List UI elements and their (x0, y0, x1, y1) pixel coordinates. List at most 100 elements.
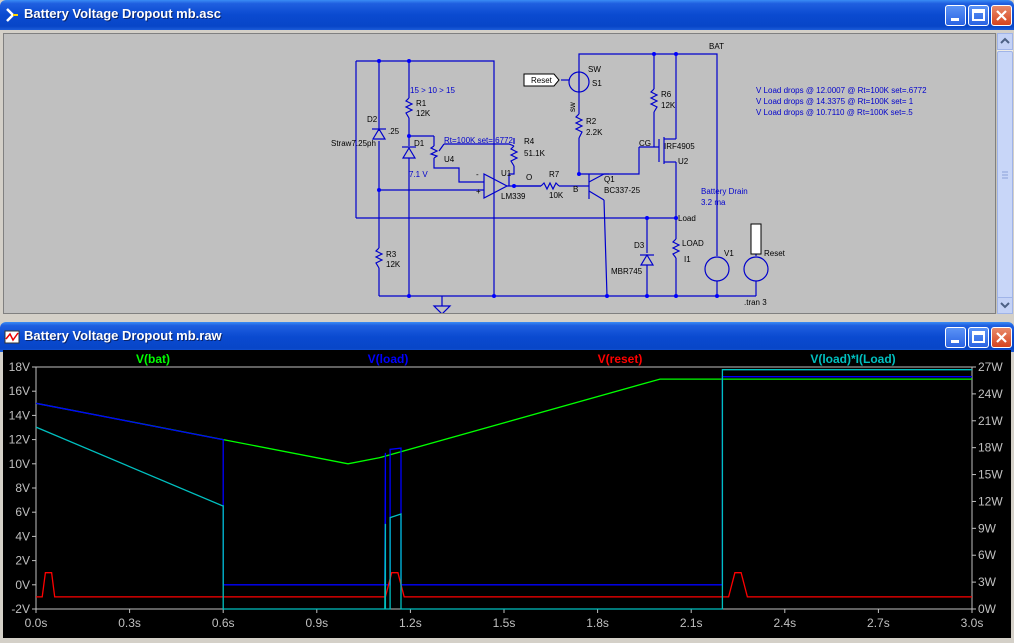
minimize-icon (951, 18, 959, 21)
label-r3: R3 (386, 250, 397, 259)
schematic-canvas[interactable]: BAT SW Reset S1 sw R1 12K R2 2.2K R6 12K… (3, 33, 996, 315)
label-q1: Q1 (604, 175, 615, 184)
maximize-icon (972, 331, 985, 343)
x-tick-label: 3.0s (961, 616, 984, 630)
left-y-tick-label: 14V (9, 408, 30, 422)
x-tick-label: 0.0s (25, 616, 48, 630)
label-s1: S1 (592, 79, 602, 88)
waveform-titlebar[interactable]: Battery Voltage Dropout mb.raw (0, 322, 1014, 352)
legend-vload: V(load) (368, 352, 409, 366)
label-tran: .tran 3 (744, 298, 767, 307)
label-u1-value: LM339 (501, 192, 526, 201)
scroll-thumb[interactable] (997, 51, 1013, 301)
label-straw: Straw7.25ph (331, 139, 376, 148)
x-tick-label: 1.8s (586, 616, 609, 630)
ltspice-schematic-icon (6, 8, 18, 22)
label-r2: R2 (586, 117, 597, 126)
note-load-drop-3: V Load drops @ 10.7110 @ Rt=100K set=.5 (756, 108, 913, 117)
label-r2-value: 2.2K (586, 128, 603, 137)
label-r7-value: 10K (549, 191, 564, 200)
waveform-maximize-button[interactable] (968, 327, 989, 348)
waveform-window-title: Battery Voltage Dropout mb.raw (24, 328, 222, 343)
x-tick-label: 1.5s (493, 616, 516, 630)
left-y-tick-label: -2V (11, 602, 30, 616)
schematic-vertical-scrollbar[interactable] (996, 33, 1013, 314)
label-d1-value: 7.1 V (409, 170, 428, 179)
arrow-up-icon (1000, 37, 1010, 44)
waveform-minimize-button[interactable] (945, 327, 966, 348)
label-battery-drain: Battery Drain (701, 187, 748, 196)
label-sw: SW (588, 65, 601, 74)
label-d3: D3 (634, 241, 645, 250)
left-y-tick-label: 0V (15, 578, 30, 592)
label-minus: - (476, 170, 479, 179)
x-tick-label: 2.1s (680, 616, 703, 630)
x-tick-label: 1.2s (399, 616, 422, 630)
schematic-maximize-button[interactable] (968, 5, 989, 26)
label-plus: + (476, 187, 481, 196)
label-u4-param: Rt=100K set=.6772 (444, 136, 513, 145)
label-o: O (526, 173, 532, 182)
grip-icon (1002, 171, 1008, 179)
series-line-vloadiload (35, 369, 972, 610)
label-v1: V1 (724, 249, 734, 258)
waveform-window: Battery Voltage Dropout mb.raw 0.0s 0.3s 0… (0, 322, 1014, 641)
waveform-icon (4, 330, 20, 344)
schematic-window-title: Battery Voltage Dropout mb.asc (24, 6, 221, 21)
schematic-minimize-button[interactable] (945, 5, 966, 26)
close-icon (996, 10, 1007, 21)
schematic-drawing: BAT SW Reset S1 sw R1 12K R2 2.2K R6 12K… (331, 42, 927, 315)
label-u4: U4 (444, 155, 455, 164)
left-y-tick-label: 2V (15, 554, 30, 568)
label-r4-value: 51.1K (524, 149, 546, 158)
label-sw-pin: sw (568, 102, 577, 112)
label-d2-value: .25 (388, 127, 400, 136)
note-load-drop-1: V Load drops @ 12.0007 @ Rt=100K set=.67… (756, 86, 927, 95)
scroll-up-button[interactable] (997, 33, 1013, 50)
label-q1-value: BC337-25 (604, 186, 641, 195)
legend-vloadiload: V(load)*I(Load) (810, 352, 895, 366)
label-r6: R6 (661, 90, 672, 99)
label-reset-net: Reset (531, 76, 553, 85)
label-sequence: 15 > 10 > 15 (410, 86, 455, 95)
label-r1-value: 12K (416, 109, 431, 118)
scroll-down-button[interactable] (997, 297, 1013, 314)
label-r6-value: 12K (661, 101, 676, 110)
x-tick-label: 0.6s (212, 616, 235, 630)
note-load-drop-2: V Load drops @ 14.3375 @ Rt=100K set= 1 (756, 97, 914, 106)
right-y-tick-label: 21W (978, 414, 1003, 428)
label-r4: R4 (524, 137, 535, 146)
label-d2: D2 (367, 115, 378, 124)
label-bat: BAT (709, 42, 724, 51)
label-reset-source: Reset (764, 249, 786, 258)
right-y-tick-label: 27W (978, 360, 1003, 374)
schematic-close-button[interactable] (991, 5, 1012, 26)
x-tick-label: 2.4s (773, 616, 796, 630)
left-y-tick-label: 4V (15, 529, 30, 543)
arrow-down-icon (1000, 302, 1010, 309)
right-y-tick-label: 3W (978, 575, 997, 589)
label-r1: R1 (416, 99, 427, 108)
left-y-tick-label: 16V (9, 384, 30, 398)
waveform-close-button[interactable] (991, 327, 1012, 348)
x-tick-label: 0.3s (118, 616, 141, 630)
label-load-net: Load (678, 214, 696, 223)
schematic-titlebar[interactable]: Battery Voltage Dropout mb.asc (0, 0, 1014, 30)
x-tick-label: 0.9s (305, 616, 328, 630)
label-r3-value: 12K (386, 260, 401, 269)
right-y-tick-label: 24W (978, 387, 1003, 401)
legend-vbat: V(bat) (136, 352, 170, 366)
right-y-tick-label: 0W (978, 602, 997, 616)
label-cg: CG (639, 139, 651, 148)
label-i1: I1 (684, 255, 691, 264)
legend-vreset: V(reset) (598, 352, 643, 366)
label-u2-value: IRF4905 (664, 142, 695, 151)
left-y-tick-label: 10V (9, 457, 30, 471)
label-r7: R7 (549, 170, 560, 179)
right-y-tick-label: 6W (978, 548, 997, 562)
left-y-tick-label: 8V (15, 481, 30, 495)
right-y-tick-label: 12W (978, 494, 1003, 508)
label-d1: D1 (414, 139, 425, 148)
